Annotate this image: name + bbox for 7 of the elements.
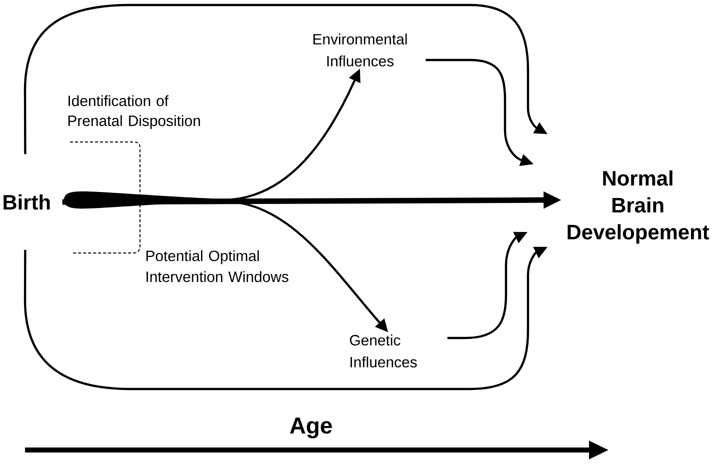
outcome-label: Normal Brain Developement (568, 170, 710, 244)
annotation-text: Potential Optimal Intervention Windows (146, 250, 288, 282)
influence-label: Genetic Influences (350, 334, 417, 368)
axis-label: Age (290, 418, 332, 438)
annotation-text: Identification of Prenatal Disposition (68, 95, 200, 130)
stage-label: Birth (4, 194, 50, 210)
influence-label: Environmental Influences (313, 34, 407, 66)
